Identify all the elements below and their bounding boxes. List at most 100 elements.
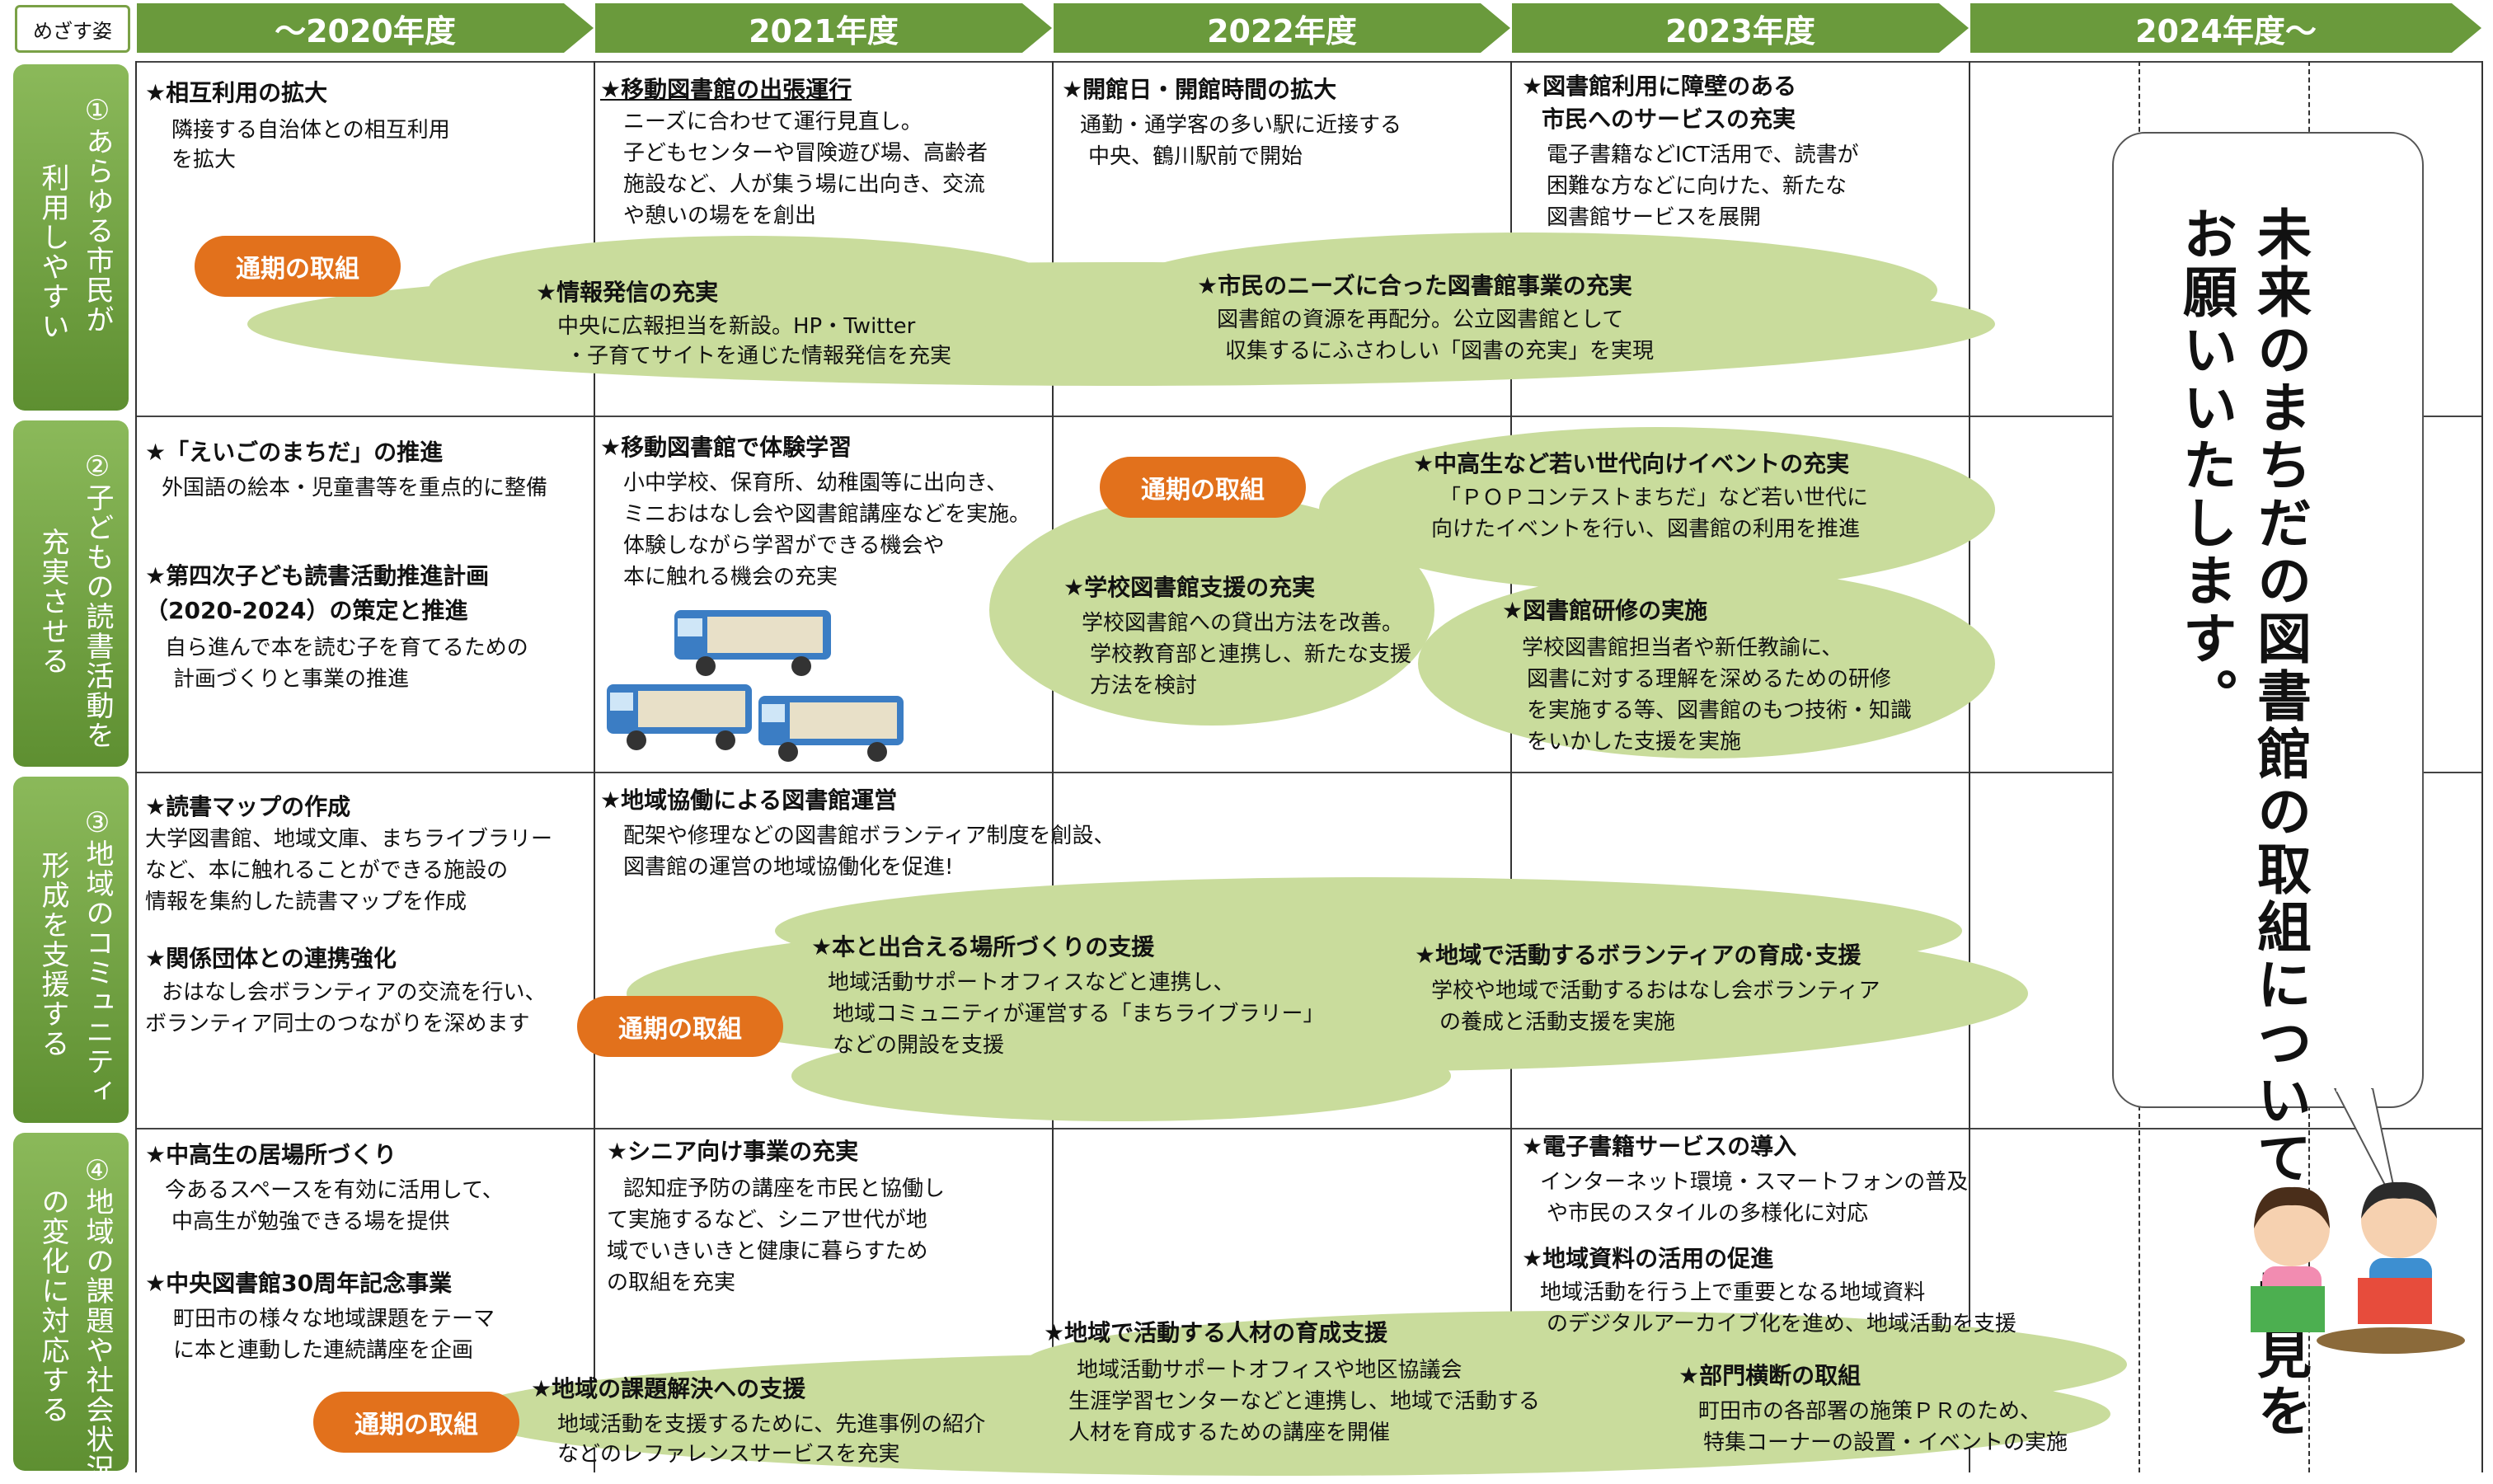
speech-bubble <box>2112 132 2424 1108</box>
item-text: 通勤・通学客の多い駅に近接する <box>1080 113 1402 138</box>
item-heading: ★部門横断の取組 <box>1678 1362 1862 1389</box>
ongoing-pill-4: 通期の取組 <box>313 1392 519 1453</box>
item-text: 体験しながら学習ができる機会や <box>623 533 945 558</box>
item-heading: ★相互利用の拡大 <box>145 79 328 106</box>
item-text: 中央、鶴川駅前で開始 <box>1088 144 1303 169</box>
year-header-2021: 2021年度 <box>595 3 1052 53</box>
item-heading: ★シニア向け事業の充実 <box>607 1138 859 1165</box>
item-heading: ★地域協働による図書館運営 <box>600 787 898 814</box>
item-text: 施設など、人が集う場に出向き、交流 <box>623 172 985 197</box>
row-label-2: ② 子どもの読書活動を 充実させる <box>13 420 129 767</box>
item-text: 情報を集約した読書マップを作成 <box>145 890 467 914</box>
item-text: 収集するにふさわしい「図書の充実」を実現 <box>1225 339 1655 364</box>
item-text: の養成と活動支援を実施 <box>1439 1010 1676 1035</box>
item-text: や市民のスタイルの多様化に対応 <box>1547 1201 1869 1226</box>
item-text: 図書に対する理解を深めるための研修 <box>1527 667 1892 692</box>
item-text: て実施するなど、シニア世代が地 <box>607 1208 927 1233</box>
item-heading: ★読書マップの作成 <box>145 793 351 820</box>
item-text: 計画づくりと事業の推進 <box>173 667 410 692</box>
item-heading: ★地域で活動するボランティアの育成･支援 <box>1415 942 1862 969</box>
mobile-library-van-image <box>674 610 831 676</box>
ongoing-pill-3: 通期の取組 <box>577 996 783 1057</box>
mobile-library-van-image <box>607 684 752 750</box>
item-text: 隣接する自治体との相互利用 <box>171 118 450 143</box>
speech-bubble-tail <box>2333 1088 2400 1213</box>
item-text: のデジタルアーカイブ化を進め、地域活動を支援 <box>1547 1312 2016 1336</box>
item-heading: ★関係団体との連携強化 <box>145 945 397 972</box>
item-heading: ★学校図書館支援の充実 <box>1063 574 1316 601</box>
item-heading: ★地域で活動する人材の育成支援 <box>1044 1319 1388 1346</box>
item-text: インターネット環境・スマートフォンの普及 <box>1540 1170 1969 1195</box>
item-heading: ★地域資料の活用の促進 <box>1522 1245 1774 1272</box>
item-heading: ★移動図書館の出張運行 <box>600 76 852 103</box>
item-text: 学校図書館担当者や新任教諭に、 <box>1522 636 1843 660</box>
corner-label: めざす姿 <box>15 5 130 53</box>
item-text: 外国語の絵本・児童書等を重点的に整備 <box>162 476 548 500</box>
item-heading: ★本と出合える場所づくりの支援 <box>811 933 1155 960</box>
item-heading: ★「えいごのまちだ」の推進 <box>145 439 444 466</box>
item-heading: ★市民のニーズに合った図書館事業の充実 <box>1197 272 1632 299</box>
item-heading: ★中央図書館30周年記念事業 <box>145 1270 453 1297</box>
item-text: 図書館の資源を再配分。公立図書館として <box>1217 308 1624 332</box>
item-text: 子どもセンターや冒険遊び場、高齢者 <box>623 141 988 166</box>
item-text: ニーズに合わせて運行見直し。 <box>623 110 923 134</box>
item-text: ボランティア同士のつながりを深めます <box>145 1012 530 1036</box>
row-num-1: ① <box>81 94 114 129</box>
item-heading: ★移動図書館で体験学習 <box>600 434 852 461</box>
item-heading: ★地域の課題解決への支援 <box>531 1375 806 1402</box>
row-label-4-line1: 地域の課題や社会状況 <box>81 1187 114 1484</box>
item-text: 町田市の各部署の施策ＰＲのため、 <box>1698 1399 2042 1424</box>
cloud-row2-c <box>1418 569 1995 758</box>
row-label-3-line1: 地域のコミュニティ <box>81 839 114 1106</box>
item-text: に本と連動した連続講座を企画 <box>173 1338 474 1363</box>
item-text: 地域活動サポートオフィスや地区協議会 <box>1077 1358 1462 1383</box>
item-text: 電子書籍などICT活用で、読書が <box>1547 143 1859 167</box>
row-label-2-line1: 子どもの読書活動を <box>81 483 114 750</box>
item-text: 配架や修理などの図書館ボランティア制度を創設、 <box>623 824 1115 848</box>
item-heading: ★中高生など若い世代向けイベントの充実 <box>1413 450 1850 477</box>
item-text: 学校図書館への貸出方法を改善。 <box>1082 611 1404 636</box>
item-heading: （2020-2024）の策定と推進 <box>145 597 468 624</box>
row-label-4: ④ 地域の課題や社会状況 の変化に対応する <box>13 1133 129 1484</box>
item-text: を拡大 <box>171 148 237 172</box>
item-text: をいかした支援を実施 <box>1527 730 1742 754</box>
item-text: 中高生が勉強できる場を提供 <box>171 1209 450 1234</box>
year-header-2022: 2022年度 <box>1054 3 1510 53</box>
row-label-1-line1: あらゆる市民が <box>81 127 114 335</box>
item-heading: ★開館日・開館時間の拡大 <box>1062 76 1337 103</box>
cloud-row1-b <box>429 236 1072 343</box>
item-heading: ★図書館研修の実施 <box>1502 597 1708 624</box>
item-heading: 市民へのサービスの充実 <box>1542 106 1796 133</box>
item-heading: ★中高生の居場所づくり <box>145 1141 397 1168</box>
row-label-3: ③ 地域のコミュニティ 形成を支援する <box>13 777 129 1123</box>
ongoing-pill-1: 通期の取組 <box>195 236 401 297</box>
item-text: 地域活動を支援するために、先進事例の紹介 <box>557 1412 986 1437</box>
item-text: 特集コーナーの設置・イベントの実施 <box>1703 1430 2068 1455</box>
item-text: 町田市の様々な地域課題をテーマ <box>173 1307 495 1331</box>
item-text: 今あるスペースを有効に活用して、 <box>165 1178 504 1203</box>
year-header-2023: 2023年度 <box>1512 3 1969 53</box>
ongoing-pill-2: 通期の取組 <box>1100 457 1306 518</box>
item-text: 認知症予防の講座を市民と協働し <box>623 1176 946 1201</box>
item-text: 地域コミュニティが運営する「まちライブラリー」 <box>833 1002 1325 1026</box>
item-text: ミニおはなし会や図書館講座などを実施。 <box>623 502 1031 527</box>
item-text: 困難な方などに向けた、新たな <box>1547 174 1847 199</box>
item-text: おはなし会ボランティアの交流を行い、 <box>162 980 547 1005</box>
item-text: ・子育てサイトを通じた情報発信を充実 <box>566 344 952 369</box>
item-text: 方法を検討 <box>1090 674 1198 698</box>
row-label-1-line2: 利用しやすい <box>36 163 69 341</box>
item-text: 向けたイベントを行い、図書館の利用を推進 <box>1431 517 1861 542</box>
row-num-3: ③ <box>81 806 114 841</box>
item-text: などの開設を支援 <box>833 1033 1005 1058</box>
row-label-4-line2: の変化に対応する <box>36 1187 69 1425</box>
item-text: 生涯学習センターなどと連携し、地域で活動する <box>1068 1389 1541 1414</box>
item-heading: ★情報発信の充実 <box>536 279 719 306</box>
item-text: 地域活動サポートオフィスなどと連携し、 <box>828 970 1235 995</box>
item-text: 小中学校、保育所、幼稚園等に出向き、 <box>623 471 1008 495</box>
item-text: 本に触れる機会の充実 <box>623 565 838 589</box>
cloud-row2-b <box>1319 427 1995 592</box>
item-text: 自ら進んで本を読む子を育てるための <box>165 636 528 660</box>
item-text: 域でいきいきと健康に暮らすため <box>607 1239 928 1264</box>
cloud-row1-c <box>1113 232 1937 348</box>
item-heading: ★電子書籍サービスの導入 <box>1522 1133 1797 1160</box>
